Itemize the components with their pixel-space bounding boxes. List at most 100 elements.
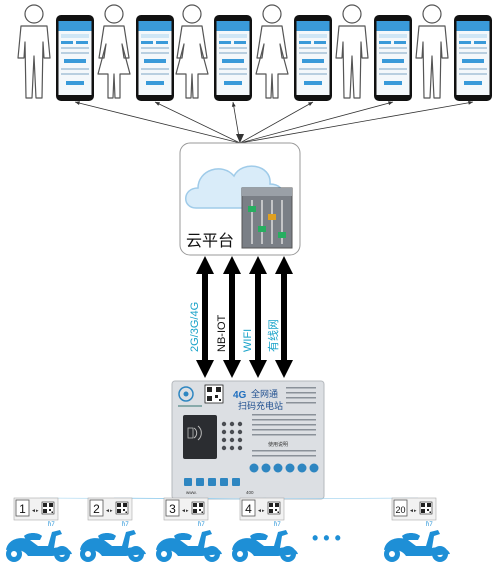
- qr-code-icon: [115, 501, 129, 515]
- arrowhead: [388, 101, 393, 106]
- charging-port-1: 1◄▸: [6, 497, 72, 562]
- person-male-icon: [17, 4, 51, 99]
- arrowhead-down: [223, 360, 241, 378]
- link-label-3: WIFI: [242, 329, 254, 352]
- phone-app-icon: [214, 15, 252, 101]
- cloud-label: 云平台: [186, 231, 234, 250]
- port-arrows: ◄▸: [181, 508, 189, 514]
- phone-app-icon: [136, 15, 174, 101]
- link-1: 2G/3G/4G: [189, 256, 214, 378]
- port-number: 4: [245, 502, 252, 516]
- link-2: NB-IOT: [216, 256, 241, 378]
- user-link-line-1: [74, 101, 241, 144]
- user-5: [335, 4, 412, 101]
- qr-code-icon: [204, 384, 224, 404]
- user-6: [415, 4, 492, 101]
- qr-code-icon: [41, 501, 55, 515]
- phone-app-icon: [294, 15, 332, 101]
- scooter-icon: [156, 522, 222, 562]
- link-label-4: 有线网: [266, 319, 280, 352]
- arrowhead-up: [196, 256, 214, 274]
- port-arrows: ◄▸: [105, 508, 113, 514]
- charging-ports-row: 1◄▸ 2 ◄▸ 3 ◄▸ 4 ◄▸ 20 ◄▸: [6, 497, 450, 562]
- link-label-1: 2G/3G/4G: [189, 302, 201, 352]
- port-arrows: ◄▸: [31, 508, 39, 514]
- charging-port-4: 4 ◄▸: [232, 497, 298, 562]
- arrowhead: [468, 100, 473, 105]
- nfc-icon: [187, 425, 202, 441]
- user-link-line-5: [239, 101, 394, 144]
- qr-code-icon: [419, 501, 433, 515]
- card-reader: [183, 415, 217, 459]
- phone-app-icon: [454, 15, 492, 101]
- port-number-box: [241, 499, 256, 517]
- scooter-icon: [80, 522, 146, 562]
- link-shaft: [281, 270, 287, 362]
- arrowhead-down: [249, 360, 267, 378]
- user-link-line-2: [154, 101, 241, 144]
- link-shaft: [202, 270, 208, 362]
- link-3: WIFI: [242, 256, 267, 378]
- brand-logo-icon: [178, 386, 194, 402]
- instruction-lines-2: [252, 450, 316, 457]
- user-link-line-4: [239, 101, 314, 144]
- person-male-icon: [415, 4, 449, 99]
- port-number: 3: [169, 502, 176, 516]
- instructions-title: 使用说明: [268, 441, 288, 448]
- phone-app-icon: [56, 15, 94, 101]
- user-4: [255, 4, 332, 101]
- link-shaft: [255, 270, 261, 362]
- keypad: [221, 421, 243, 451]
- person-female-icon: [255, 4, 289, 99]
- arrowhead-up: [275, 256, 293, 274]
- arrowhead-up: [249, 256, 267, 274]
- user-cloud-arrows: [74, 100, 474, 144]
- arrowhead-down: [196, 360, 214, 378]
- scooter-icon: [232, 522, 298, 562]
- arrowhead-up: [223, 256, 241, 274]
- users-row: [17, 4, 492, 101]
- equalizer-icon: [241, 187, 293, 249]
- phone-app-icon: [374, 15, 412, 101]
- charging-port-3: 3 ◄▸: [156, 497, 222, 562]
- charging-port-2: 2 ◄▸: [80, 497, 146, 562]
- port-arrows: ◄▸: [257, 508, 265, 514]
- arrowhead: [231, 102, 236, 107]
- arrowhead: [155, 102, 160, 106]
- arrowhead: [236, 134, 244, 143]
- port-number-box: [393, 499, 408, 517]
- qr-code-icon: [267, 501, 281, 515]
- scooter-icon: [6, 522, 72, 562]
- station-title-line2: 扫码充电站: [238, 400, 283, 412]
- bottom-icons: [184, 478, 240, 486]
- port-number-box: [165, 499, 180, 517]
- instruction-lines: [252, 387, 316, 436]
- station-badge: 4G: [233, 390, 247, 401]
- port-number-box: [89, 499, 104, 517]
- cloud-platform: 云平台: [179, 142, 301, 256]
- charging-station: 4G 全网通 扫码充电站 使用说明: [171, 380, 325, 500]
- arrowhead: [308, 102, 313, 106]
- ellipsis: • • •: [312, 528, 341, 548]
- scooter-icon: [384, 522, 450, 562]
- link-4: 有线网: [266, 256, 293, 378]
- station-website: www.: [186, 490, 197, 495]
- port-number: 2: [93, 502, 100, 516]
- user-2: [97, 4, 174, 101]
- station-title-line1: 全网通: [251, 388, 278, 400]
- user-link-line-6: [239, 101, 474, 144]
- port-number-box: [15, 499, 30, 517]
- port-number: 20: [395, 505, 405, 515]
- arrowhead-down: [275, 360, 293, 378]
- user-1: [17, 4, 94, 101]
- person-female-icon: [175, 4, 209, 99]
- arrowhead: [75, 101, 80, 106]
- link-shaft: [229, 270, 235, 362]
- person-male-icon: [335, 4, 369, 99]
- user-3: [175, 4, 252, 101]
- feature-icons: [249, 463, 319, 473]
- station-hotline: 400: [246, 490, 254, 495]
- person-female-icon: [97, 4, 131, 99]
